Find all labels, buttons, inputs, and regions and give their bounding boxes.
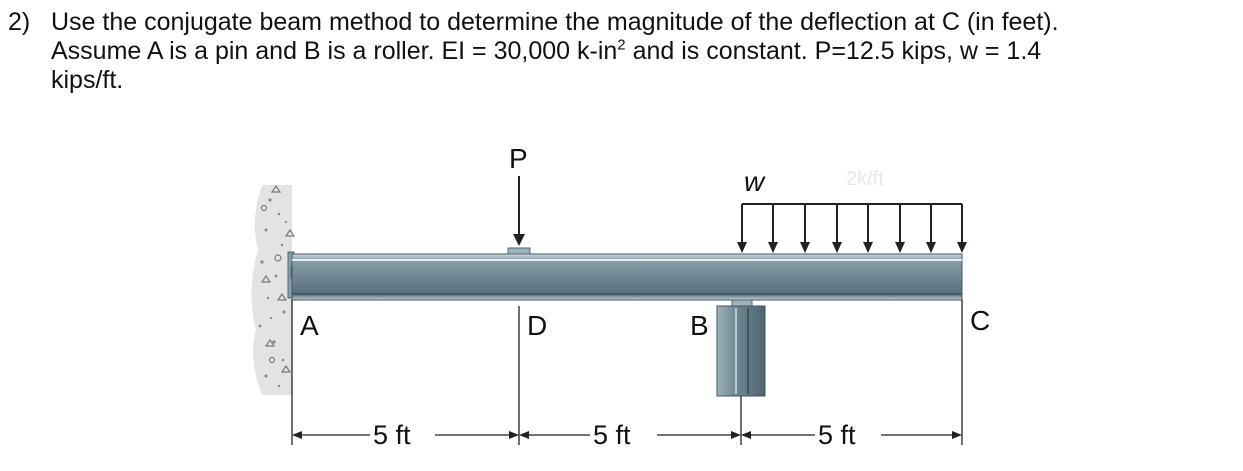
wall-support — [251, 184, 306, 395]
distributed-load — [737, 203, 967, 253]
distributed-load-arrow — [737, 204, 747, 253]
dimension-label-bc: 5 ft — [818, 420, 856, 450]
dimension-label-ad: 5 ft — [373, 420, 411, 450]
problem-line-2-pre: Assume A is a pin and B is a roller. EI … — [51, 37, 618, 65]
point-load-label: P — [509, 143, 528, 174]
point-label-d: D — [527, 310, 547, 341]
problem-line-2-post: and is constant. P=12.5 kips, w = 1.4 — [625, 37, 1042, 65]
problem-number: 2) — [8, 8, 31, 36]
distributed-load-arrow — [926, 204, 936, 253]
distributed-load-arrow — [863, 204, 873, 253]
distributed-load-arrow — [895, 204, 905, 253]
point-label-a: A — [300, 310, 319, 341]
problem-line-3: kips/ft. — [51, 66, 124, 94]
column-support — [716, 299, 766, 397]
problem-line-2: Assume A is a pin and B is a roller. EI … — [51, 37, 1231, 66]
dimension-label-db: 5 ft — [593, 420, 631, 450]
distributed-load-arrow — [832, 204, 842, 253]
point-label-c: C — [970, 305, 990, 336]
problem-text: Use the conjugate beam method to determi… — [51, 8, 1231, 95]
exponent: 2 — [617, 36, 626, 54]
distributed-load-arrow — [957, 204, 967, 253]
distributed-load-arrow — [768, 204, 778, 253]
faint-load-label: 2k/ft — [846, 168, 884, 190]
point-label-b: B — [690, 310, 709, 341]
distributed-load-label: w — [744, 166, 766, 197]
beam — [291, 253, 963, 301]
point-load-arrow — [513, 176, 525, 246]
reference-lines — [291, 300, 963, 445]
load-plate — [507, 247, 531, 255]
distributed-load-arrow — [800, 204, 810, 253]
problem-line-1: Use the conjugate beam method to determi… — [51, 8, 1059, 36]
dimension-lines — [292, 431, 962, 439]
